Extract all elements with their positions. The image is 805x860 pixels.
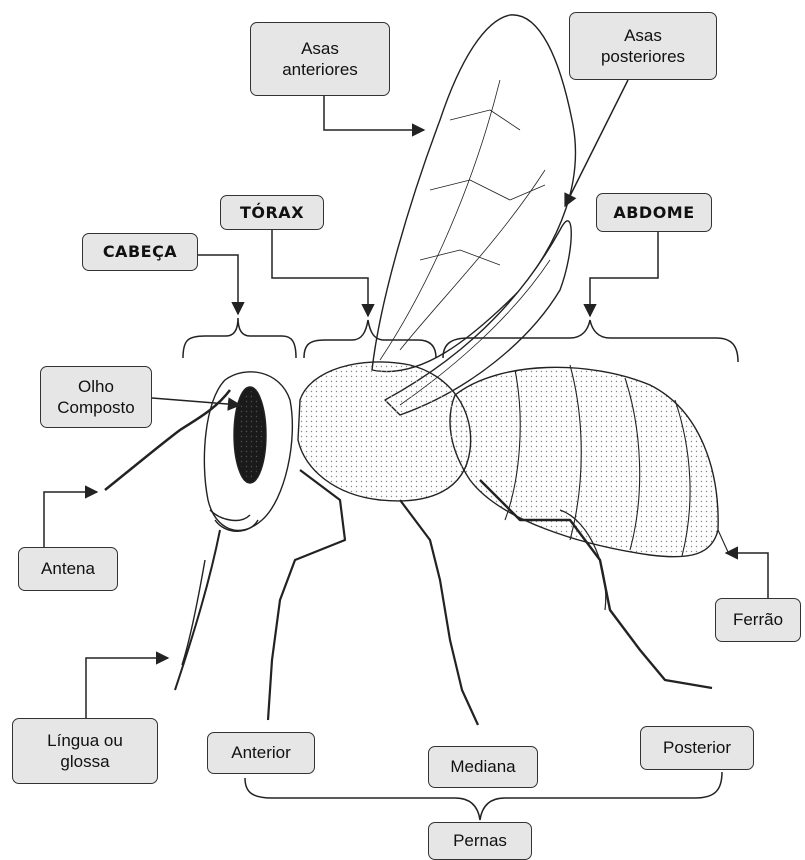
- mediana-text: Mediana: [450, 756, 515, 777]
- pernas-text: Pernas: [453, 830, 507, 851]
- label-perna-mediana: Mediana: [428, 746, 538, 788]
- anterior-text: Anterior: [231, 742, 291, 763]
- fore-wing: [372, 15, 575, 372]
- asas-anteriores-arrow: [324, 96, 424, 130]
- cabeca-arrow: [198, 255, 238, 314]
- asas-anteriores-text: Asas anteriores: [282, 38, 358, 81]
- fore-leg: [268, 470, 345, 720]
- head-brace: [183, 318, 296, 358]
- label-abdome: ABDOME: [596, 193, 712, 232]
- tongue: [175, 530, 220, 690]
- lingua-text: Língua ou glossa: [47, 730, 123, 773]
- label-asas-anteriores: Asas anteriores: [250, 22, 390, 96]
- antena-arrow: [44, 492, 97, 547]
- label-pernas: Pernas: [428, 822, 532, 860]
- olho-composto-text: Olho Composto: [57, 376, 134, 419]
- label-asas-posteriores: Asas posteriores: [569, 12, 717, 80]
- torax-text: TÓRAX: [240, 203, 304, 223]
- thorax: [298, 362, 471, 501]
- ferrao-text: Ferrão: [733, 609, 783, 630]
- label-perna-posterior: Posterior: [640, 726, 754, 770]
- abdome-arrow: [590, 232, 658, 316]
- asas-posteriores-text: Asas posteriores: [601, 25, 685, 68]
- lingua-arrow: [86, 658, 168, 718]
- label-olho-composto: Olho Composto: [40, 366, 152, 428]
- label-lingua: Língua ou glossa: [12, 718, 158, 784]
- label-antena: Antena: [18, 547, 118, 591]
- label-ferrao: Ferrão: [715, 598, 801, 642]
- abdome-text: ABDOME: [613, 203, 694, 223]
- middle-leg: [400, 500, 478, 725]
- label-perna-anterior: Anterior: [207, 732, 315, 774]
- cabeca-text: CABEÇA: [103, 242, 177, 262]
- torax-arrow: [272, 230, 368, 316]
- label-cabeca: CABEÇA: [82, 233, 198, 271]
- ferrao-arrow: [726, 553, 768, 598]
- antena-text: Antena: [41, 558, 95, 579]
- label-torax: TÓRAX: [220, 195, 324, 230]
- bee-illustration: [105, 15, 728, 725]
- posterior-text: Posterior: [663, 737, 731, 758]
